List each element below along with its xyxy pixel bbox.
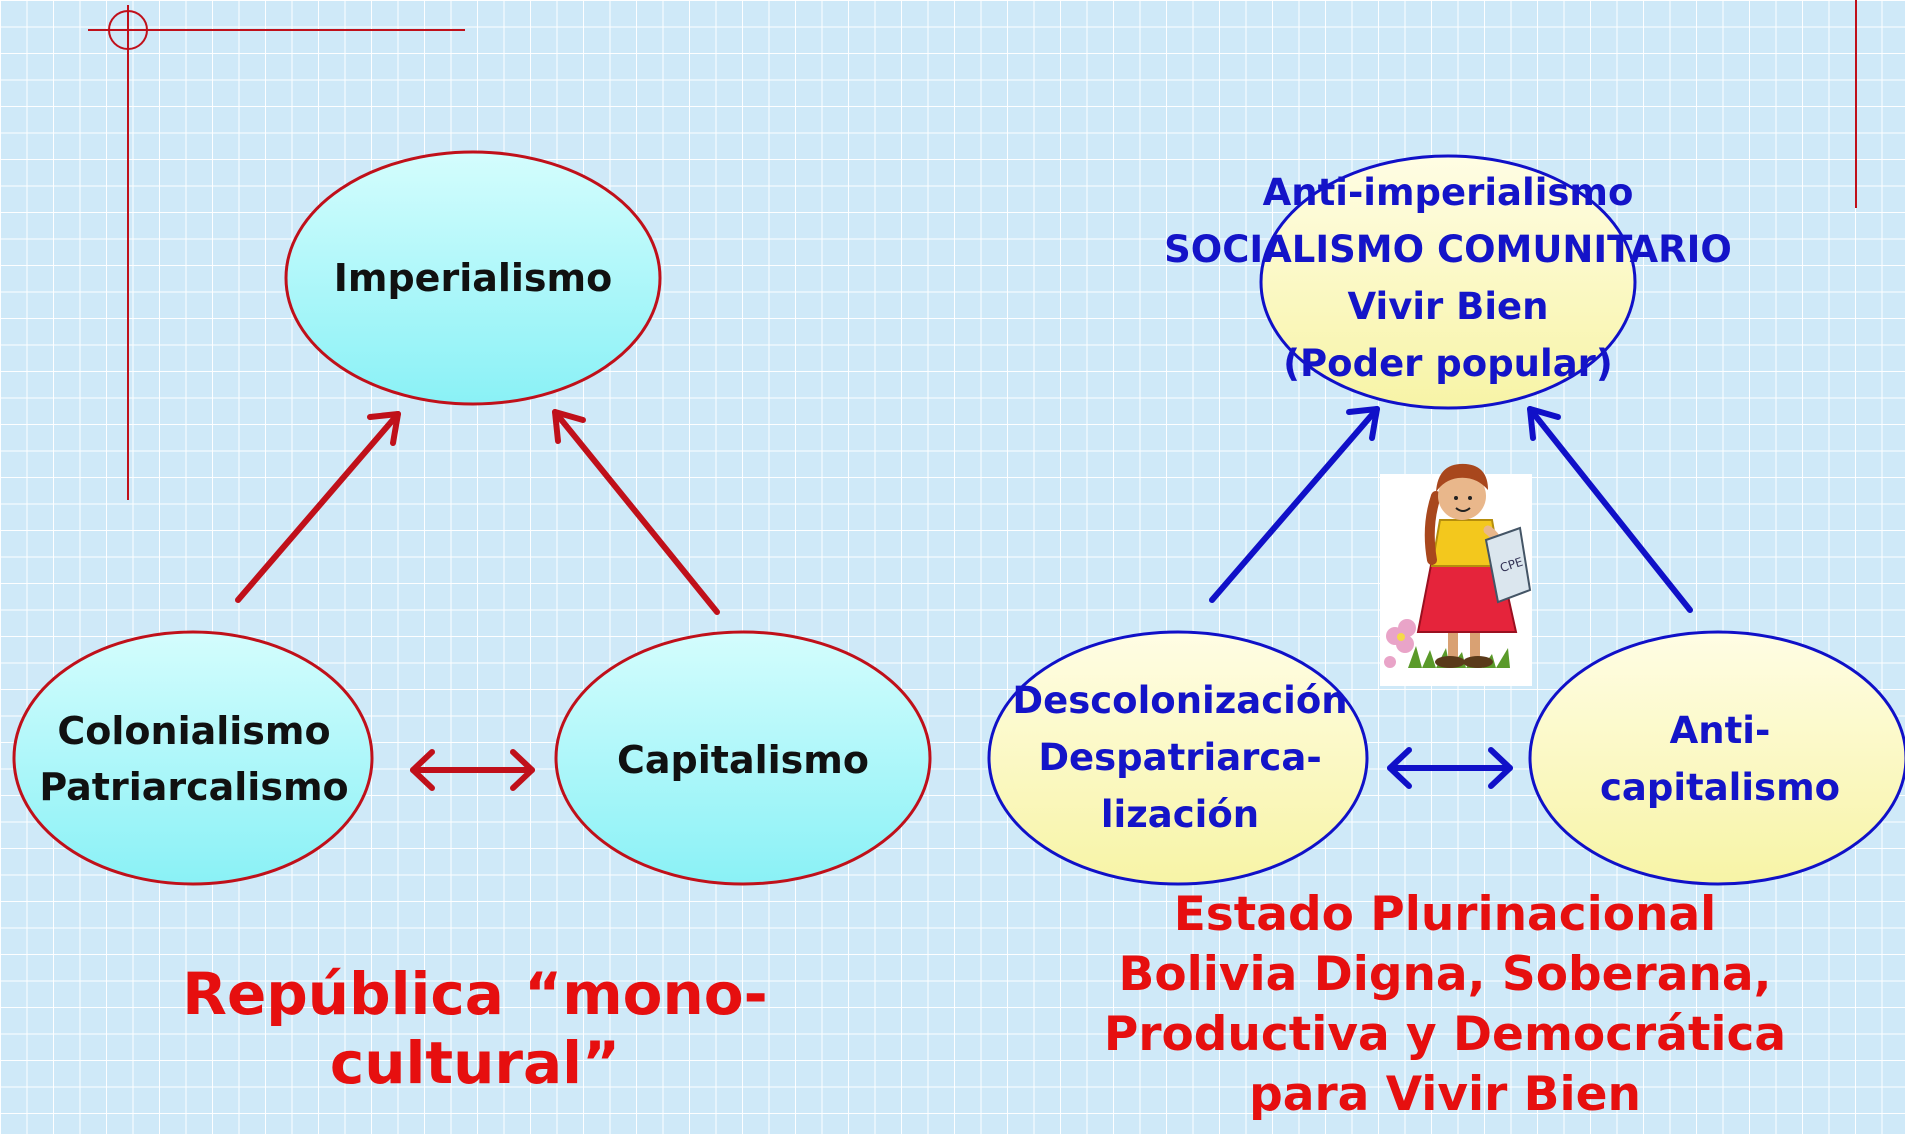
left-arrows: [235, 409, 720, 791]
colonialismo-node: [12, 630, 374, 886]
capitalismo-label: Capitalismo: [617, 738, 869, 782]
anti-imperialismo-node: [1259, 154, 1637, 410]
left-diagram: [12, 150, 932, 886]
book-cover-text: CPE: [1498, 555, 1524, 575]
anti-capitalismo-label: Anti- capitalismo: [1599, 709, 1841, 809]
right-diagram: [987, 154, 1905, 886]
republica-caption: República “mono- cultural”: [182, 960, 768, 1097]
anti-capitalismo-node: [1528, 630, 1905, 886]
estado-plurinacional-caption: Estado Plurinacional Bolivia Digna, Sobe…: [1103, 887, 1787, 1122]
colonialismo-label: Colonialismo Patriarcalismo: [39, 709, 349, 809]
right-arrows: [1209, 406, 1693, 789]
decorative-frame-lines: [88, 0, 1857, 500]
anti-imperialismo-label: Anti-imperialismo SOCIALISMO COMUNITARIO…: [1164, 171, 1732, 385]
descolonizacion-label: Descolonización Despatriarca- lización: [1012, 679, 1348, 836]
descolonizacion-node: [987, 630, 1369, 886]
capitalismo-node: [554, 630, 932, 886]
imperialismo-node: [284, 150, 662, 406]
girl-reading-illustration: CPE: [1380, 463, 1532, 686]
imperialismo-label: Imperialismo: [333, 256, 613, 300]
